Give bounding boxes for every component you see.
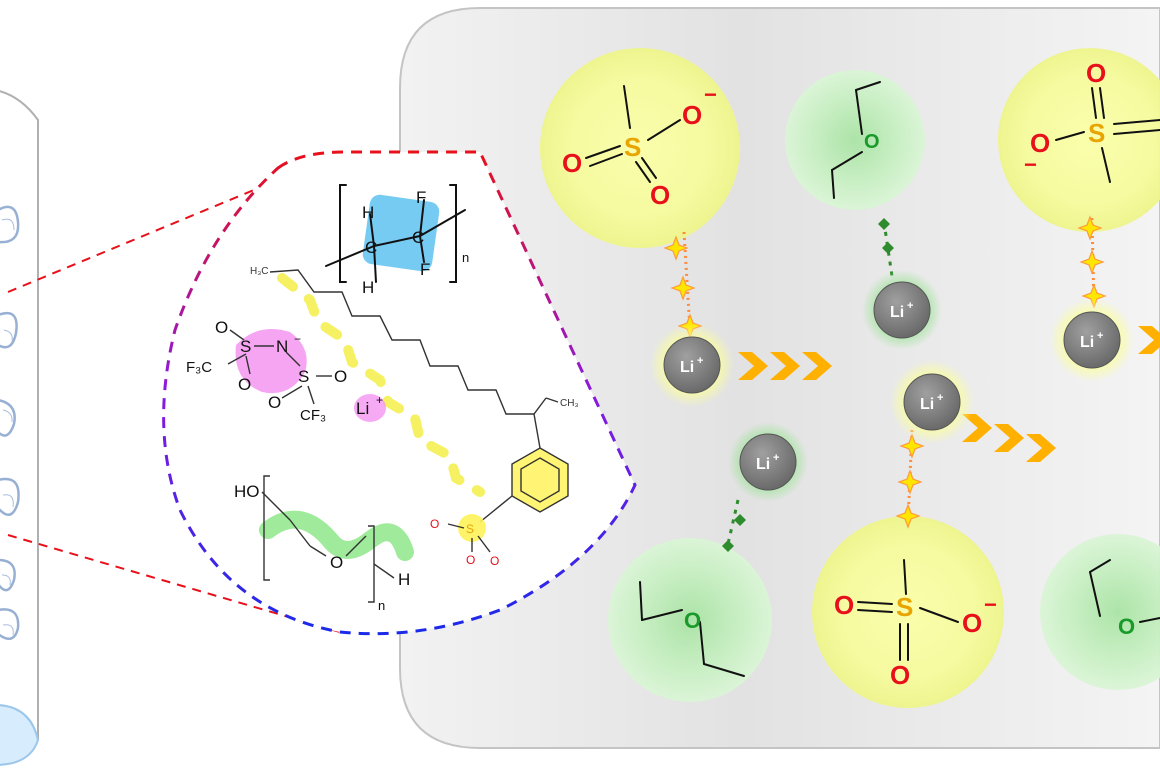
s1-sulfur: S [624,132,641,162]
tfsi-n-charge: − [294,332,301,346]
s1-charge: − [704,82,717,107]
coordination-dots [722,218,894,552]
sulfonate-s-small: S [466,522,474,536]
peo-repeat-n: n [378,598,385,613]
ch3-label: CH₃ [560,398,579,409]
pvdf-f-top: F [416,188,426,207]
li-ion-1: Li + [650,323,734,407]
tfsi-s1: S [240,337,251,356]
li5-charge: + [773,452,779,464]
sulfonate-o-bottom-small: O [466,553,475,567]
ether-group-2: O [608,538,772,702]
pvdf-f-bottom: F [420,260,430,279]
alkylbenzene-sulfonate-chain: H₃C CH₃ S O O O [250,266,579,568]
ether-group-1: O [785,70,925,210]
pvdf-c-right: C [412,228,424,247]
tfsi-anion: O S N − F₃C O S O O CF₃ Li + [186,318,386,424]
s1-o-bottom: O [650,180,670,210]
peo-h-end: H [398,570,410,589]
sulfonate-group-2: O S O − [998,48,1160,232]
sulfonate-o-minus-small: O [490,554,499,568]
peo-o: O [330,553,343,572]
li2-label: Li [890,304,904,321]
e2-oxygen: O [684,608,701,633]
tfsi-o1: O [215,318,228,337]
spark-chain-1 [664,231,702,338]
zoom-lines [7,174,341,633]
sulfonate-o-left-small: O [430,517,439,531]
s3-charge: − [984,592,997,617]
tfsi-cf3-left: F₃C [186,359,212,376]
pvdf-repeat-n: n [462,250,469,265]
fiber-texture [1,218,15,636]
s2-sulfur: S [1088,118,1105,148]
tfsi-o4: O [268,393,281,412]
li1-charge: + [697,355,703,367]
s3-sulfur: S [896,592,913,622]
tfsi-s2: S [298,367,309,386]
s2-charge: − [1024,152,1037,177]
sulfonate-group-3: O S O − O [812,516,1004,708]
tfsi-li-label: Li [356,399,369,418]
e1-oxygen: O [864,131,880,153]
li3-label: Li [920,396,934,413]
peo-ho: HO [234,482,260,501]
fiber-strands [0,205,20,641]
li-ion-4: Li + [1050,298,1134,382]
peo-repeat-unit: HO O H n [234,475,414,613]
tfsi-n: N [276,337,288,356]
li-ion-3: Li + [890,360,974,444]
pvdf-h-bottom: H [362,278,374,297]
fiber-membrane-cylinder [0,90,40,766]
tfsi-li-charge: + [376,393,383,407]
tfsi-cf3-right: CF₃ [300,407,326,424]
li5-label: Li [756,456,770,473]
li-ion-5: Li + [728,422,808,502]
s3-o-left: O [834,590,854,620]
pvdf-repeat-unit: H F C C H F n [325,184,469,297]
ether-li-coordination [726,221,894,545]
tfsi-o2: O [238,375,251,394]
s3-o-bottom: O [890,660,910,690]
li1-label: Li [680,359,694,376]
h3c-label: H₃C [250,266,269,277]
li4-label: Li [1080,334,1094,351]
li-ion-2: Li + [862,270,942,350]
s2-o-top: O [1086,58,1106,88]
s1-o-left: O [562,148,582,178]
tfsi-o3: O [334,367,347,386]
li2-charge: + [907,300,913,312]
s1-o-minus: O [682,100,702,130]
li3-charge: + [937,392,943,404]
ether-group-3: O [1040,534,1160,690]
li4-charge: + [1097,330,1103,342]
e3-oxygen: O [1118,614,1135,639]
sulfonate-group-1: S O O O − [540,48,740,248]
pvdf-c-left: C [365,238,377,257]
s3-o-minus: O [962,608,982,638]
pvdf-h-top: H [362,203,374,222]
s2-o-minus: O [1030,128,1050,158]
